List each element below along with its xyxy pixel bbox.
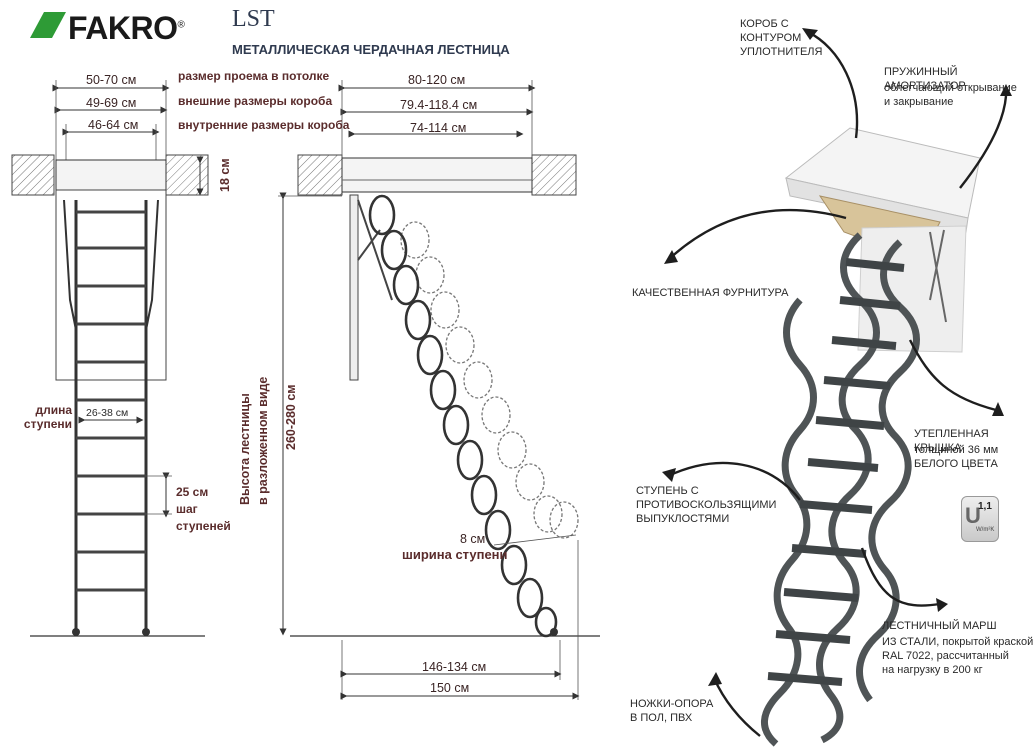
feature-spring-text: облегчающий открывание и закрывание	[884, 82, 1017, 108]
u-value-badge: U 1,1 W/m²K	[961, 496, 999, 542]
model-name: LST	[232, 6, 275, 32]
step-width-label: ширина ступени	[402, 547, 508, 562]
feature-spring-title: ПРУЖИННЫЙ АМОРТИЗАТОР	[884, 66, 966, 92]
feature-cover-text: толщиной 36 мм БЕЛОГО ЦВЕТА	[914, 444, 999, 470]
front-dim-opening: 50-70 см	[86, 73, 137, 87]
feature-march-text: ИЗ СТАЛИ, покрытой краской RAL 7022, рас…	[882, 636, 1033, 676]
side-dim-outer: 79.4-118.4 см	[400, 98, 478, 112]
product-illustration	[662, 28, 1012, 747]
step-length-title: длина ступени	[23, 403, 72, 431]
legend-outer: внешние размеры короба	[178, 94, 333, 108]
side-dim-reach: 146-134 см	[422, 660, 487, 674]
front-dim-step-pitch: 25 см	[176, 485, 209, 499]
badge-value: 1,1	[978, 501, 992, 512]
feature-feet: НОЖКИ-ОПОРА В ПОЛ, ПВХ	[630, 698, 714, 724]
feature-box: КОРОБ С КОНТУРОМ УПЛОТНИТЕЛЯ	[740, 18, 823, 58]
front-view	[11, 80, 209, 637]
badge-letter: U	[965, 503, 981, 528]
badge-unit: W/m²K	[976, 527, 995, 533]
side-dim-height: 260-280 см	[284, 384, 298, 450]
front-dim-inner: 46-64 см	[88, 118, 139, 132]
side-dim-total: 150 см	[430, 681, 470, 695]
legend-inner: внутренние размеры короба	[178, 118, 350, 132]
front-dim-outer: 49-69 см	[86, 96, 137, 110]
front-dim-step-length: 26-38 см	[86, 407, 129, 419]
side-dim-opening: 80-120 см	[408, 73, 466, 87]
fakro-logo-icon	[30, 12, 66, 38]
legend-opening: размер проема в потолке	[178, 69, 330, 83]
side-height-label-1: Высота лестницы	[238, 393, 252, 505]
front-dim-thickness: 18 см	[218, 158, 232, 192]
feature-hardware: КАЧЕСТВЕННАЯ ФУРНИТУРА	[632, 287, 789, 299]
feature-march-title: ЛЕСТНИЧНЫЙ МАРШ	[882, 620, 997, 632]
side-view	[278, 80, 600, 700]
feature-cover-title: УТЕПЛЕННАЯ КРЫШКА	[914, 428, 989, 454]
brand-name: FAKRO®	[68, 10, 185, 46]
step-pitch-word1: шаг	[176, 502, 198, 516]
page-subtitle: МЕТАЛЛИЧЕСКАЯ ЧЕРДАЧНАЯ ЛЕСТНИЦА	[232, 42, 510, 57]
side-dim-inner: 74-114 см	[410, 121, 467, 135]
side-dim-step-width: 8 см	[460, 532, 486, 546]
step-pitch-word2: ступеней	[176, 519, 231, 533]
side-height-label-2: в разложенном виде	[256, 376, 270, 505]
feature-step: СТУПЕНЬ С ПРОТИВОСКОЛЬЗЯЩИМИ ВЫПУКЛОСТЯМ…	[636, 485, 777, 525]
